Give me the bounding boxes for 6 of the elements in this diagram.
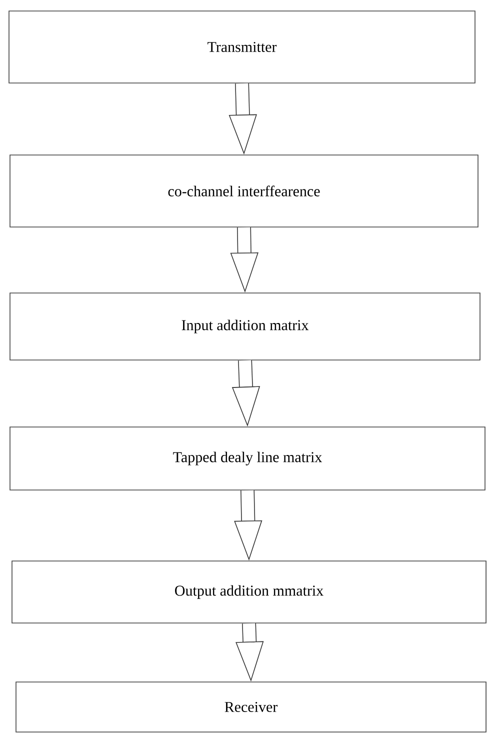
- process-box: Transmitter: [8, 10, 476, 84]
- process-box: Input addition matrix: [10, 292, 480, 360]
- process-box: Tapped dealy line matrix: [10, 426, 486, 490]
- process-box: co-channel interffearence: [10, 154, 478, 228]
- process-box: Receiver: [16, 682, 486, 732]
- process-box: Output addition mmatrix: [12, 560, 486, 624]
